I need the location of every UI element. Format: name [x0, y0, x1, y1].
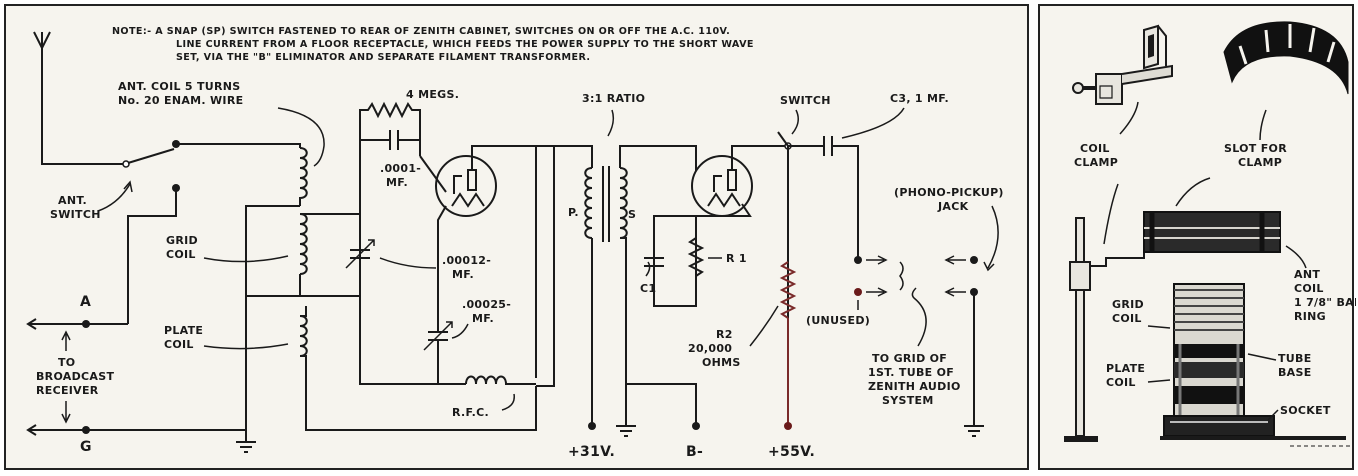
r1-label: R 1	[726, 252, 747, 265]
resistor-r2	[779, 261, 797, 426]
antenna-coil-ring	[1143, 211, 1281, 253]
ratio-label: 3:1 RATIO	[582, 92, 645, 105]
schematic-diagram: NOTE:- A SNAP (SP) SWITCH FASTENED TO RE…	[26, 26, 1004, 460]
terminal-a-label: A	[80, 294, 91, 310]
rfc-label: R.F.C.	[452, 406, 489, 419]
grid-leak-resistor	[359, 101, 421, 214]
grid-capacitor-0001	[360, 130, 421, 156]
terminal-31v	[588, 422, 596, 430]
ground-symbol-left	[236, 436, 256, 453]
antenna-coil	[245, 147, 308, 436]
terminal-g-label: G	[80, 439, 92, 455]
plate-coil-label-1: PLATE	[1106, 362, 1145, 375]
audio-transformer	[536, 145, 715, 437]
plate-coil-label-2: COIL	[164, 338, 194, 351]
ant-coil-label-2: No. 20 ENAM. WIRE	[118, 94, 243, 107]
v31-label: +31V.	[568, 444, 615, 460]
coil-clamp-label-2: CLAMP	[1074, 156, 1118, 169]
ant-coil-label-1: ANT	[1294, 268, 1320, 281]
to-grid-label-4: SYSTEM	[882, 394, 934, 407]
to-grid-label-3: ZENITH AUDIO	[868, 380, 961, 393]
grid-coil	[299, 213, 361, 297]
phono-label-1: (PHONO-PICKUP)	[894, 186, 1004, 199]
coil-mounting-diagram: COIL CLAMP SLOT FOR CLAMP ANT COIL 1 7/8…	[1064, 21, 1356, 447]
c3-label: C3, 1 MF.	[890, 92, 949, 105]
cap-0001-label-1: .0001-	[380, 162, 421, 175]
grid-coil-label-1: GRID	[166, 234, 198, 247]
ant-coil-label-1: ANT. COIL 5 TURNS	[118, 80, 241, 93]
to-broadcast-label-1: TO	[58, 356, 75, 369]
socket-label: SOCKET	[1280, 404, 1331, 417]
r2-label-2: 20,000	[688, 342, 732, 355]
plate-coil-label-1: PLATE	[164, 324, 203, 337]
tube-base-label-2: BASE	[1278, 366, 1312, 379]
regeneration-capacitor-00025	[423, 298, 453, 384]
c1-label: C1	[640, 282, 656, 295]
phono-label-2: JACK	[937, 200, 969, 213]
to-broadcast-label-2: BROADCAST	[36, 370, 114, 383]
tuning-capacitor-00012	[345, 239, 375, 296]
ant-switch-arrow	[97, 183, 131, 212]
resistor-4megs-label: 4 MEGS.	[406, 88, 459, 101]
coil-clamp-drawing	[1072, 24, 1173, 105]
terminal-bminus	[692, 422, 700, 430]
secondary-label: S	[628, 208, 636, 221]
ant-coil-label-3: 1 7/8" BAK.	[1294, 296, 1356, 309]
primary-label: P.	[568, 206, 579, 219]
bminus-label: B-	[686, 444, 703, 460]
cap-0001-label-2: MF.	[386, 176, 408, 189]
detector-tube	[419, 145, 537, 378]
support-rod	[1064, 217, 1145, 442]
cap-00012-label-2: MF.	[452, 268, 474, 281]
r2-label-1: R2	[716, 328, 733, 341]
note-line-1: NOTE:- A SNAP (SP) SWITCH FASTENED TO RE…	[112, 26, 730, 37]
r2-label-3: OHMS	[702, 356, 741, 369]
ant-switch-label-2: SWITCH	[50, 208, 101, 221]
tube-base-label-1: TUBE	[1278, 352, 1312, 365]
terminal-a	[26, 318, 128, 330]
ant-coil-label-2: COIL	[1294, 282, 1324, 295]
cap-00025-label-1: .00025-	[462, 298, 511, 311]
terminal-g	[26, 424, 246, 436]
slot-label-1: SLOT FOR	[1224, 142, 1287, 155]
detail-panel: COIL CLAMP SLOT FOR CLAMP ANT COIL 1 7/8…	[1038, 4, 1356, 470]
rf-choke	[465, 375, 536, 385]
coupling-capacitor-c3	[823, 136, 859, 260]
bakelite-ring-drawing	[1223, 21, 1349, 95]
coil-clamp-label-1: COIL	[1080, 142, 1110, 155]
plate-coil	[246, 295, 537, 431]
v55-label: +55V.	[768, 444, 815, 460]
antenna-symbol	[33, 31, 126, 165]
ant-switch-label-1: ANT.	[58, 194, 87, 207]
plate-coil-label-2: COIL	[1106, 376, 1136, 389]
grid-coil-arrow	[203, 255, 289, 263]
slot-label-2: CLAMP	[1238, 156, 1282, 169]
grid-coil-label-2: COIL	[1112, 312, 1142, 325]
to-grid-label-2: 1ST. TUBE OF	[868, 366, 954, 379]
note-line-3: SET, VIA THE "B" ELIMINATOR AND SEPARATE…	[176, 52, 590, 63]
to-grid-label-1: TO GRID OF	[872, 352, 947, 365]
audio-tube	[644, 145, 788, 307]
ant-coil-label-4: RING	[1294, 310, 1326, 323]
output-terminals	[854, 255, 904, 297]
grid-coil-label-1: GRID	[1112, 298, 1144, 311]
cap-00025-label-2: MF.	[472, 312, 494, 325]
to-broadcast-label-3: RECEIVER	[36, 384, 99, 397]
cap-00012-label-1: .00012-	[442, 254, 491, 267]
switch-label: SWITCH	[780, 94, 831, 107]
plate-coil-arrow	[203, 343, 289, 350]
terminal-55v	[784, 422, 792, 430]
note-line-2: LINE CURRENT FROM A FLOOR RECEPTACLE, WH…	[176, 39, 754, 50]
antenna-switch	[122, 140, 301, 324]
schematic-panel: NOTE:- A SNAP (SP) SWITCH FASTENED TO RE…	[4, 4, 1029, 470]
unused-label: (UNUSED)	[806, 314, 870, 327]
grid-coil-label-2: COIL	[166, 248, 196, 261]
ant-coil-arrow	[277, 107, 325, 167]
coil-form-stack	[1160, 283, 1350, 447]
phono-jack	[944, 255, 984, 437]
